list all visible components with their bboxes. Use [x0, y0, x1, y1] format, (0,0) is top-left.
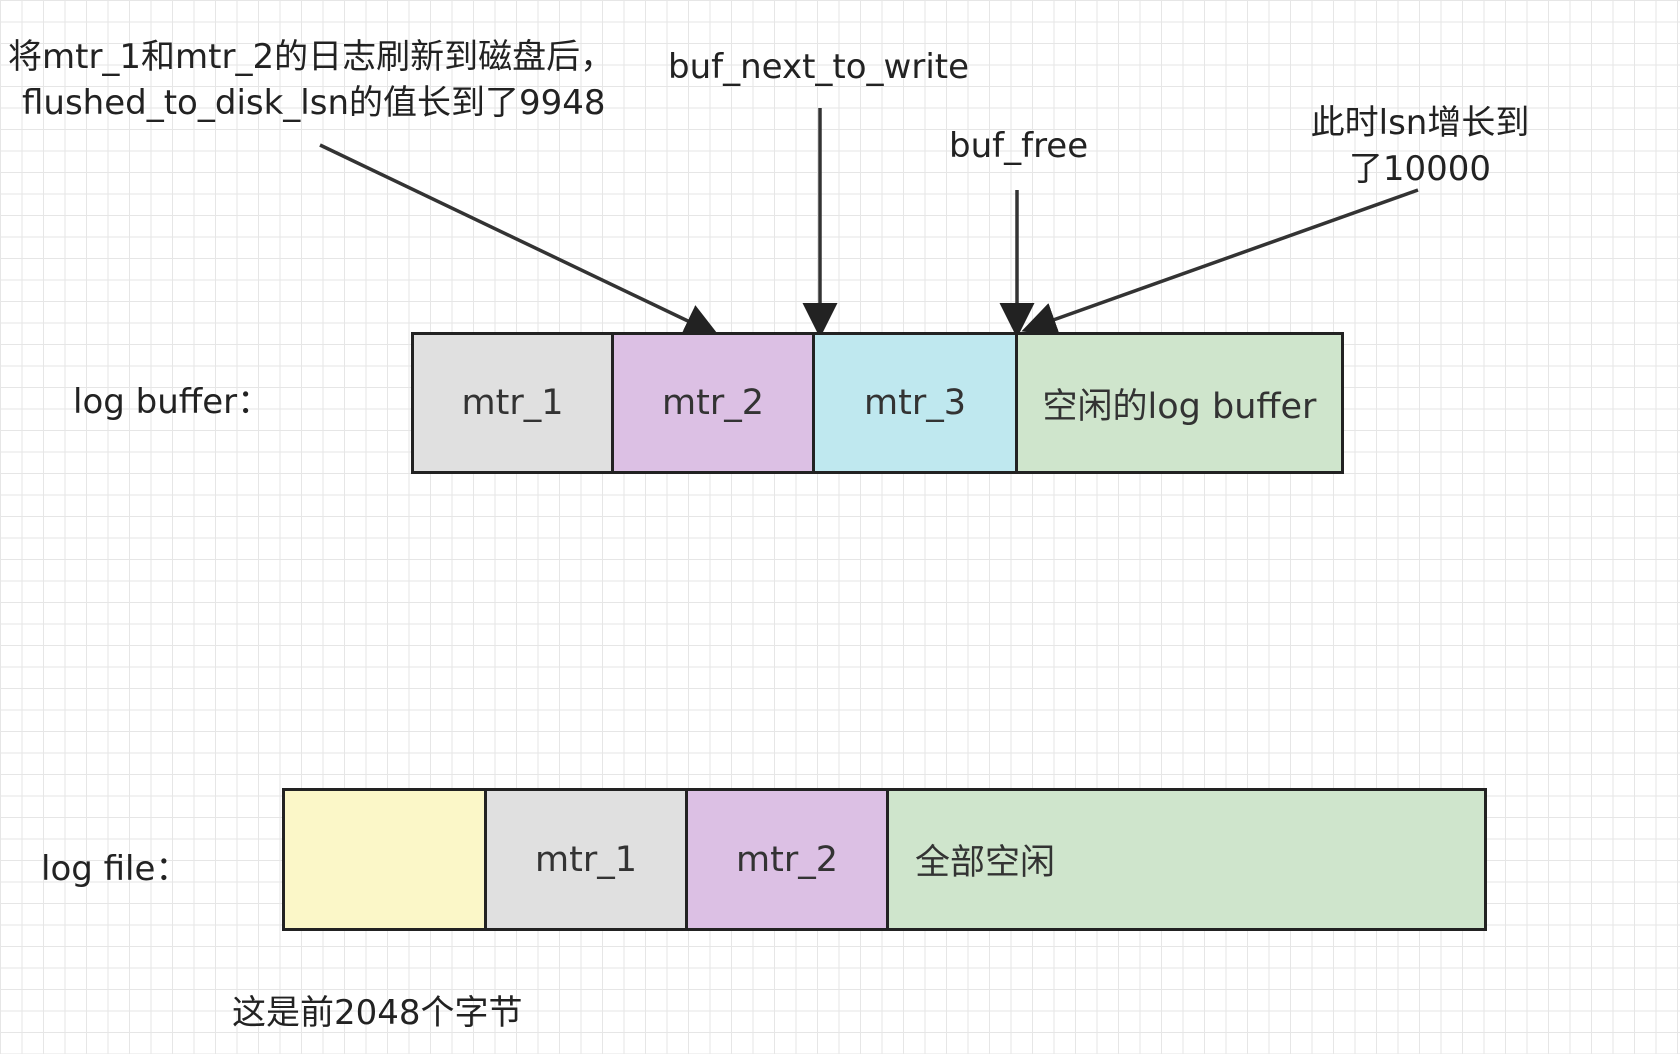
lsn-annotation: 此时lsn增长到 了10000 — [1300, 100, 1540, 192]
log-file-block-free: 全部空闲 — [886, 788, 1487, 931]
log-buffer-block-mtr-3: mtr_3 — [812, 332, 1018, 474]
log-file-block-mtr-1: mtr_1 — [484, 788, 688, 931]
log-file-label: log file： — [41, 849, 190, 889]
lsn-annotation-line2: 了10000 — [1348, 149, 1492, 189]
log-buffer-block-mtr-1: mtr_1 — [411, 332, 614, 474]
flushed-annotation: 将mtr_1和mtr_2的日志刷新到磁盘后， flushed_to_disk_l… — [8, 34, 614, 126]
log-file-caption: 这是前2048个字节 — [232, 993, 523, 1033]
log-buffer-block-mtr-2: mtr_2 — [611, 332, 815, 474]
buf-next-to-write-label: buf_next_to_write — [668, 47, 970, 87]
log-buffer-label: log buffer： — [73, 382, 272, 422]
flushed-annotation-line1: 将mtr_1和mtr_2的日志刷新到磁盘后， — [8, 37, 615, 77]
log-file-block-mtr-2: mtr_2 — [685, 788, 889, 931]
log-buffer-block-free: 空闲的log buffer — [1015, 332, 1344, 474]
flushed-arrow — [319, 143, 720, 337]
log-file-header-block — [282, 788, 487, 931]
flushed-annotation-line2: flushed_to_disk_lsn的值长到了9948 — [22, 83, 606, 123]
lsn-annotation-line1: 此时lsn增长到 — [1310, 103, 1530, 143]
buf-free-label: buf_free — [949, 126, 1089, 166]
lsn-arrow — [1021, 188, 1419, 337]
